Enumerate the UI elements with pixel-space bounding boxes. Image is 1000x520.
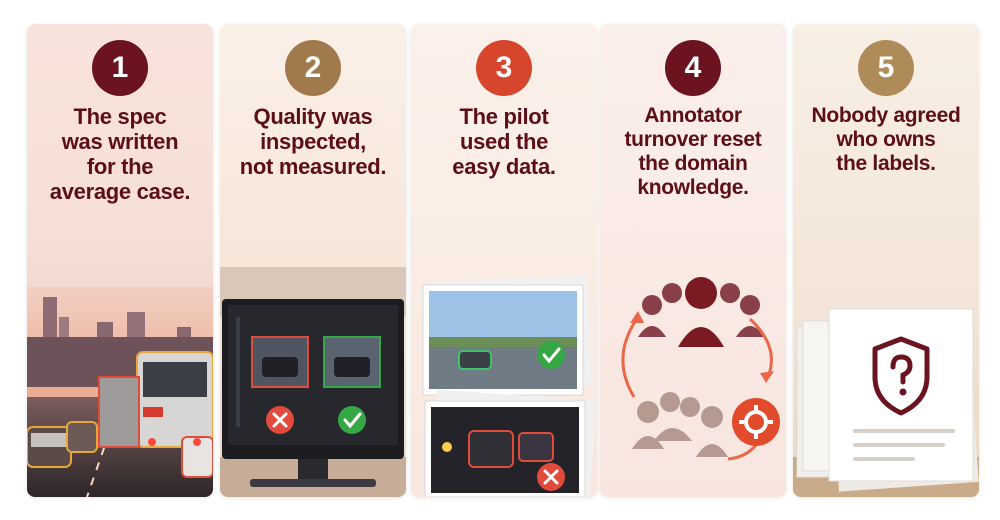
card-5: 5 Nobody agreed who owns the labels. <box>793 24 979 497</box>
city-traffic-icon <box>27 227 213 497</box>
step-badge-5: 5 <box>858 40 914 96</box>
accept-check-icon <box>338 406 366 434</box>
gear-icon <box>732 398 780 446</box>
card-title-5: Nobody agreed who owns the labels. <box>811 104 961 175</box>
monitor-icon <box>220 227 406 497</box>
people-group-icon <box>600 227 786 497</box>
step-badge-4: 4 <box>665 40 721 96</box>
reject-x-icon <box>537 463 565 491</box>
card-1: 1 The spec was written for the average c… <box>27 24 213 497</box>
reject-x-icon <box>266 406 294 434</box>
accept-check-icon <box>537 341 565 369</box>
card-title-2: Quality was inspected, not measured. <box>239 104 387 179</box>
card-title-1: The spec was written for the average cas… <box>49 104 191 204</box>
step-badge-1: 1 <box>92 40 148 96</box>
step-badge-3: 3 <box>476 40 532 96</box>
photo-stack-icon <box>411 227 597 497</box>
card-title-4: Annotator turnover reset the domain know… <box>624 104 762 199</box>
document-stack-icon <box>793 227 979 497</box>
step-badge-2: 2 <box>285 40 341 96</box>
card-3: 3 The pilot used the easy data. <box>411 24 597 497</box>
shield-question-icon <box>872 336 930 416</box>
card-2: 2 Quality was inspected, not measured. <box>220 24 406 497</box>
card-4: 4 Annotator turnover reset the domain kn… <box>600 24 786 497</box>
card-title-3: The pilot used the easy data. <box>452 104 556 179</box>
